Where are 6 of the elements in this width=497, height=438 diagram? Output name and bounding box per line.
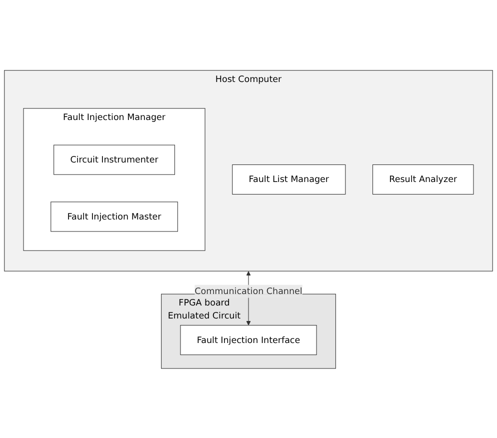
edge-label: Communication Channel [194,285,302,296]
node-box: Fault Injection Interface [180,324,317,355]
node-box: Fault List Manager [232,164,346,194]
node-box: Fault Injection Master [50,201,178,232]
node-box: Result Analyzer [372,164,474,194]
node-box: Circuit Instrumenter [54,144,175,174]
